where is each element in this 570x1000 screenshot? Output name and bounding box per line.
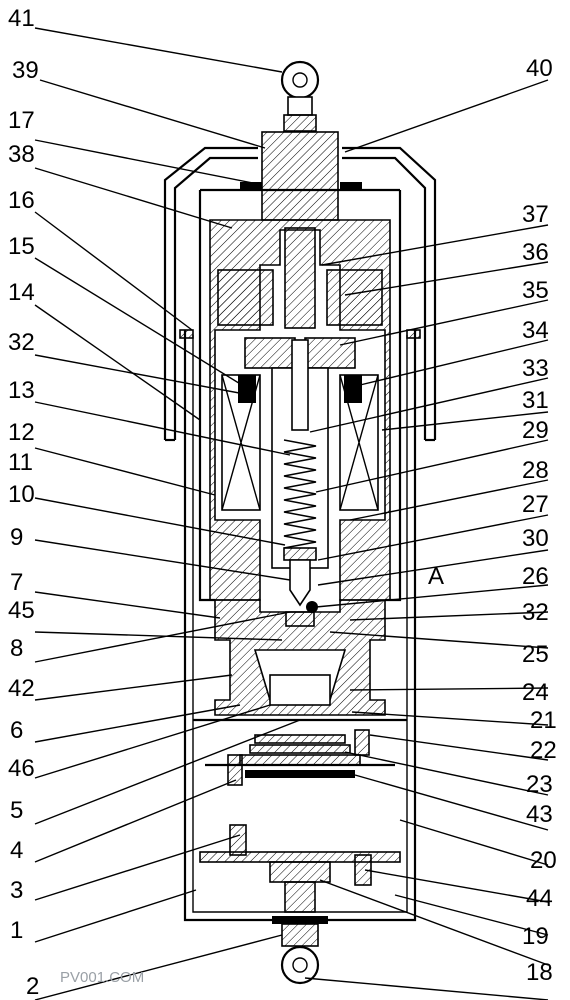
label-11: 11 <box>8 449 33 476</box>
label-2: 2 <box>26 973 39 1000</box>
label-8: 8 <box>10 635 23 662</box>
label-21: 21 <box>530 707 557 734</box>
bottom-mounting-eye <box>272 916 328 985</box>
label-44: 44 <box>526 885 553 912</box>
watermark: PV001.COM <box>60 969 144 986</box>
label-41: 41 <box>8 5 35 32</box>
label-40: 40 <box>526 55 553 82</box>
label-17: 17 <box>8 107 35 134</box>
label-19: 19 <box>522 923 549 950</box>
label-1: 1 <box>10 917 23 944</box>
label-46: 46 <box>8 755 35 782</box>
label-35: 35 <box>522 277 549 304</box>
label-37: 37 <box>522 201 549 228</box>
piston-rod-upper <box>261 131 339 221</box>
label-12: 12 <box>8 419 35 446</box>
label-33: 33 <box>522 355 549 382</box>
label-30: 30 <box>522 525 549 552</box>
label-3: 3 <box>10 877 23 904</box>
upper-housing <box>209 219 391 601</box>
label-15: 15 <box>8 233 35 260</box>
label-23: 23 <box>526 771 553 798</box>
label-13: 13 <box>8 377 35 404</box>
label-39: 39 <box>12 57 39 84</box>
valve-body <box>244 337 356 569</box>
label-5: 5 <box>10 797 23 824</box>
label-4: 4 <box>10 837 23 864</box>
label-34: 34 <box>522 317 549 344</box>
leader-lines-left <box>34 27 301 1000</box>
label-20: 20 <box>530 847 557 874</box>
label-31: 31 <box>522 387 549 414</box>
label-29: 29 <box>522 417 549 444</box>
label-10: 10 <box>8 481 35 508</box>
label-43: 43 <box>526 801 553 828</box>
middle-body <box>214 599 386 716</box>
label-25: 25 <box>522 641 549 668</box>
top-mounting-eye <box>280 60 320 132</box>
label-28: 28 <box>522 457 549 484</box>
label-27: 27 <box>522 491 549 518</box>
label-9: 9 <box>10 524 23 551</box>
label-36: 36 <box>522 239 549 266</box>
labels-left: 41 39 17 38 16 15 14 32 13 12 11 10 9 7 … <box>8 5 39 1000</box>
label-6: 6 <box>10 717 23 744</box>
label-22: 22 <box>530 737 557 764</box>
dust-cover <box>163 146 437 442</box>
label-45: 45 <box>8 597 35 624</box>
label-7: 7 <box>10 569 23 596</box>
label-14: 14 <box>8 279 35 306</box>
disc-stack <box>193 718 407 786</box>
label-32-left: 32 <box>8 329 35 356</box>
label-38: 38 <box>8 141 35 168</box>
label-18: 18 <box>526 959 553 986</box>
label-26: 26 <box>522 563 549 590</box>
label-32-right: 32 <box>522 599 549 626</box>
label-A: A <box>428 563 444 590</box>
floating-piston <box>199 824 401 913</box>
label-16: 16 <box>8 187 35 214</box>
label-42: 42 <box>8 675 35 702</box>
label-24: 24 <box>522 679 549 706</box>
leader-lines-right <box>304 79 549 1000</box>
labels-right: 40 37 36 35 34 33 31 29 28 27 30 A 26 32… <box>428 55 557 986</box>
